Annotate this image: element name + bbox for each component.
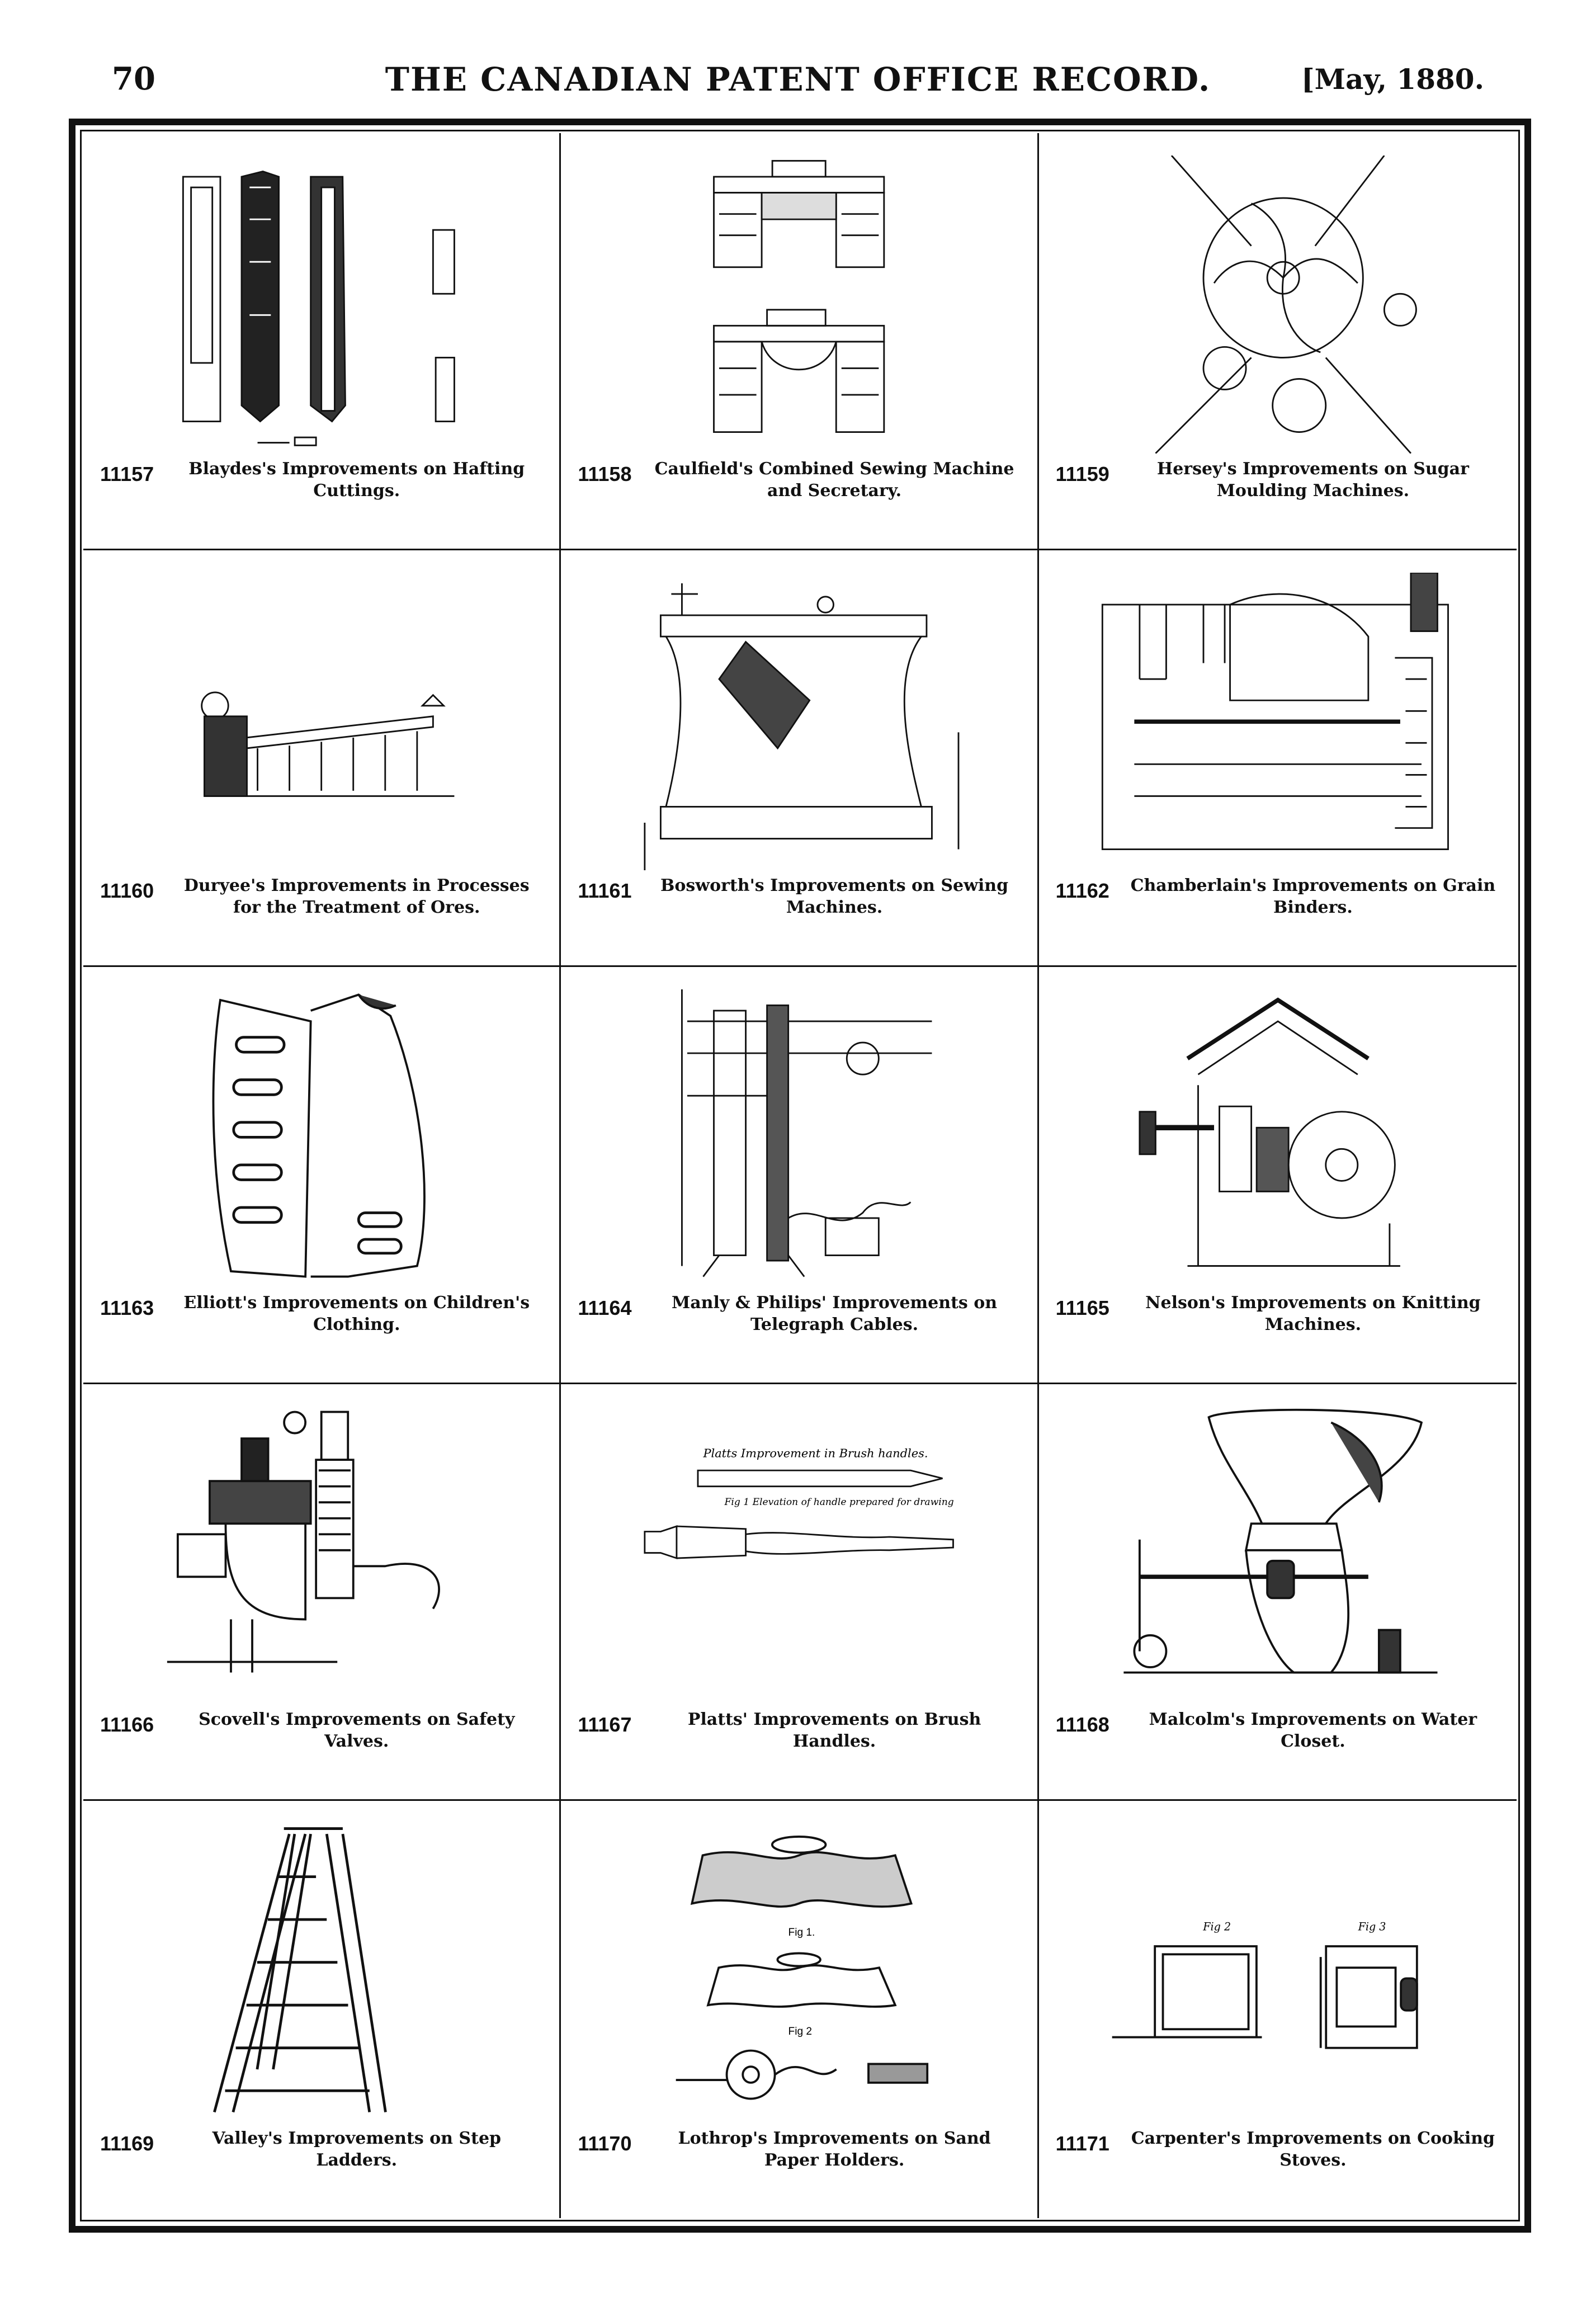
caption: 11168 Malcolm's Improvements on Water Cl…: [1056, 1709, 1500, 1787]
patent-cell-11164: 11164 Manly & Philips' Improvements on T…: [561, 967, 1039, 1384]
sandpaper-fig1-label: Fig 1.: [788, 1927, 815, 1938]
patent-number: 11161: [578, 879, 632, 903]
patent-title: Caulfield's Combined Sewing Machine and …: [654, 459, 1014, 501]
figure-safety-valve: [111, 1407, 531, 1705]
patent-title: Malcolm's Improvements on Water Closet.: [1149, 1710, 1477, 1752]
patent-number: 11163: [100, 1296, 154, 1319]
figure-telegraph-cables: [589, 989, 1009, 1287]
patent-title: Platts' Improvements on Brush Handles.: [687, 1710, 981, 1752]
caption: 11161 Bosworth's Improvements on Sewing …: [578, 875, 1020, 953]
figure-hafting-cuttings: [111, 155, 531, 454]
figure-ore-processing: [111, 573, 531, 871]
figure-brush-handles: Platts Improvement in Brush handles. Fig…: [589, 1407, 1009, 1705]
patent-number: 11168: [1055, 1713, 1109, 1737]
patent-title: Scovell's Improvements on Safety Valves.: [199, 1710, 515, 1752]
patent-number: 11165: [1055, 1296, 1109, 1319]
patent-cell-11161: 11161 Bosworth's Improvements on Sewing …: [561, 550, 1039, 968]
stove-fig2-label: Fig 2: [1202, 1921, 1231, 1933]
patent-number: 11162: [1055, 879, 1109, 903]
patent-title: Chamberlain's Improvements on Grain Bind…: [1130, 876, 1496, 918]
caption: 11170 Lothrop's Improvements on Sand Pap…: [578, 2128, 1020, 2206]
patent-title: Elliott's Improvements on Children's Clo…: [183, 1292, 530, 1334]
figure-step-ladder: [111, 1823, 531, 2123]
caption: 11158 Caulfield's Combined Sewing Machin…: [578, 458, 1020, 536]
patent-title: Bosworth's Improvements on Sewing Machin…: [660, 876, 1009, 918]
brush-label-line1: Platts Improvement in Brush handles.: [703, 1446, 928, 1460]
caption: 11157 Blaydes's Improvements on Hafting …: [100, 458, 542, 536]
caption: 11162 Chamberlain's Improvements on Grai…: [1056, 875, 1500, 953]
figure-childrens-clothing: [111, 989, 531, 1287]
patent-title: Lothrop's Improvements on Sand Paper Hol…: [678, 2128, 991, 2170]
patent-number: 11166: [100, 1713, 154, 1737]
journal-title: THE CANADIAN PATENT OFFICE RECORD.: [385, 60, 1211, 98]
brush-label-line2: Fig 1 Elevation of handle prepared for d…: [724, 1497, 954, 1508]
patent-cell-11163: 11163 Elliott's Improvements on Children…: [83, 967, 561, 1384]
caption: 11159 Hersey's Improvements on Sugar Mou…: [1056, 458, 1500, 536]
patent-cell-11165: 11165 Nelson's Improvements on Knitting …: [1038, 967, 1517, 1384]
patent-number: 11164: [578, 1296, 632, 1319]
patent-cell-11160: 11160 Duryee's Improvements in Processes…: [83, 550, 561, 968]
patent-number: 11160: [100, 879, 154, 903]
caption: 11165 Nelson's Improvements on Knitting …: [1056, 1292, 1500, 1370]
patent-cell-11170: Fig 1. Fig 2 11170 Lothrop's Improvement…: [561, 1801, 1039, 2218]
figure-cooking-stove: Fig 2 Fig 3: [1067, 1823, 1489, 2123]
figure-sewing-machine: [589, 573, 1009, 871]
patent-cell-11158: 11158 Caulfield's Combined Sewing Machin…: [561, 133, 1039, 550]
figure-water-closet: [1067, 1407, 1489, 1705]
patent-title: Carpenter's Improvements on Cooking Stov…: [1131, 2128, 1495, 2170]
patent-number: 11157: [100, 462, 154, 485]
patent-title: Duryee's Improvements in Processes for t…: [183, 876, 530, 918]
figure-sand-paper-holder: Fig 1. Fig 2: [589, 1823, 1009, 2123]
patent-number: 11158: [578, 462, 632, 485]
patent-cell-11167: Platts Improvement in Brush handles. Fig…: [561, 1384, 1039, 1801]
caption: 11160 Duryee's Improvements in Processes…: [100, 875, 542, 953]
patent-cell-11159: 11159 Hersey's Improvements on Sugar Mou…: [1038, 133, 1517, 550]
caption: 11163 Elliott's Improvements on Children…: [100, 1292, 542, 1370]
patent-cell-11157: 11157 Blaydes's Improvements on Hafting …: [83, 133, 561, 550]
patent-number: 11169: [100, 2131, 154, 2155]
page-header: 70 THE CANADIAN PATENT OFFICE RECORD. [M…: [0, 0, 1596, 117]
stove-fig3-label: Fig 3: [1357, 1921, 1386, 1933]
patent-title: Nelson's Improvements on Knitting Machin…: [1145, 1292, 1481, 1334]
caption: 11171 Carpenter's Improvements on Cookin…: [1056, 2128, 1500, 2206]
sandpaper-fig2-label: Fig 2: [788, 2026, 812, 2037]
caption: 11169 Valley's Improvements on Step Ladd…: [100, 2128, 542, 2206]
patent-number: 11167: [578, 1713, 632, 1737]
patent-title: Valley's Improvements on Step Ladders.: [212, 2128, 502, 2170]
patent-number: 11171: [1055, 2131, 1109, 2155]
patent-title: Blaydes's Improvements on Hafting Cuttin…: [188, 459, 525, 501]
page-number: 70: [112, 60, 155, 97]
patent-cell-11162: 11162 Chamberlain's Improvements on Grai…: [1038, 550, 1517, 968]
figure-sugar-moulding-machine: [1067, 155, 1489, 454]
patent-number: 11159: [1055, 462, 1109, 485]
patent-cell-11169: 11169 Valley's Improvements on Step Ladd…: [83, 1801, 561, 2218]
caption: 11167 Platts' Improvements on Brush Hand…: [578, 1709, 1020, 1787]
patent-grid: 11157 Blaydes's Improvements on Hafting …: [83, 133, 1517, 2218]
patent-title: Manly & Philips' Improvements on Telegra…: [672, 1292, 998, 1334]
patent-cell-11171: Fig 2 Fig 3 11171 Carpenter's Improvem: [1039, 1801, 1517, 2218]
caption: 11164 Manly & Philips' Improvements on T…: [578, 1292, 1020, 1370]
figure-knitting-machine: [1067, 989, 1489, 1287]
patent-cell-11168: 11168 Malcolm's Improvements on Water Cl…: [1038, 1384, 1517, 1801]
patent-title: Hersey's Improvements on Sugar Moulding …: [1156, 459, 1469, 501]
patent-plate-frame: 11157 Blaydes's Improvements on Hafting …: [69, 119, 1531, 2233]
patent-cell-11166: 11166 Scovell's Improvements on Safety V…: [83, 1384, 561, 1801]
figure-grain-binder: [1067, 572, 1489, 871]
caption: 11166 Scovell's Improvements on Safety V…: [100, 1709, 542, 1787]
patent-number: 11170: [578, 2131, 632, 2155]
figure-sewing-secretary: [589, 155, 1009, 454]
issue-date: [May, 1880.: [1301, 63, 1484, 96]
